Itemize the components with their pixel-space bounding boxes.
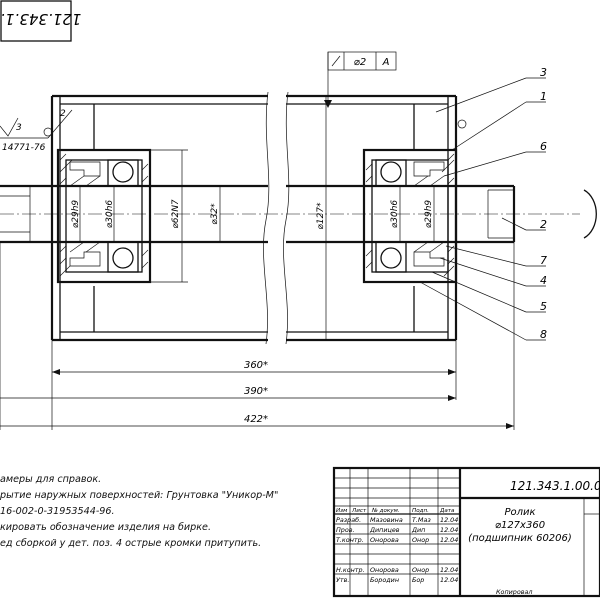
weld-marking <box>0 109 73 139</box>
leader-pos-1: 1 <box>540 90 547 103</box>
header-doc: № докум. <box>371 508 400 514</box>
row-date-2: 12.04 <box>440 536 458 544</box>
dim-d1: ⌀29h9 <box>71 200 81 229</box>
left-bearing-unit <box>56 148 152 284</box>
row-sign-1: Дип <box>411 526 425 534</box>
note-2: рытие наружных поверхностей: Грунтовка "… <box>0 490 279 501</box>
row-role-0: Разраб. <box>336 516 361 524</box>
frame-code: 121.343.1.0 <box>0 10 81 28</box>
leader-pos-5: 5 <box>540 300 547 313</box>
roughness-value: 3 <box>16 123 22 133</box>
title-footer: Копировал <box>496 588 533 596</box>
title-name-1: Ролик <box>504 507 535 518</box>
title-name-2: ⌀127х360 <box>495 520 545 531</box>
header-list: Лист <box>351 508 367 514</box>
row-date-0: 12.04 <box>440 516 458 524</box>
row-date-1: 12.04 <box>440 526 458 534</box>
row-sign-0: Т.Маз <box>412 516 431 524</box>
position-leaders <box>419 77 597 341</box>
dim-d3: ⌀62N7 <box>171 199 181 229</box>
weld-number: 2 <box>60 109 66 119</box>
tolerance-frame: ⌀2 A <box>324 51 397 108</box>
note-5: ед сборкой у дет. поз. 4 острые кромки п… <box>0 538 262 549</box>
note-4: кировать обозначение изделия на бирке. <box>0 522 212 533</box>
title-block <box>332 466 600 598</box>
diameter-dimension-lines <box>79 96 435 340</box>
row-role-4: Н.контр. <box>336 566 365 574</box>
tolerance-datum: A <box>382 57 390 68</box>
row-name-4: Онорова <box>370 566 399 574</box>
tolerance-value: ⌀2 <box>354 57 366 68</box>
dim-d7: ⌀29h9 <box>424 200 434 229</box>
row-name-2: Онорова <box>370 536 399 544</box>
dim-l2: 390* <box>244 386 268 397</box>
row-role-1: Пров. <box>336 526 355 534</box>
dim-d6: ⌀30h6 <box>390 200 400 229</box>
right-bearing-unit <box>362 148 458 284</box>
note-1: амеры для справок. <box>0 474 102 485</box>
row-sign-2: Онор <box>412 536 429 544</box>
header-izm: Изм <box>336 508 348 514</box>
header-date: Дата <box>439 508 455 514</box>
row-name-1: Дипицев <box>369 526 400 534</box>
leader-pos-4: 4 <box>540 274 547 287</box>
leader-pos-3: 3 <box>540 66 547 79</box>
header-sign: Подп. <box>412 508 429 514</box>
dim-d2: ⌀30h6 <box>105 200 115 229</box>
dim-l3: 422* <box>244 414 268 425</box>
row-sign-5: Бор <box>412 576 424 584</box>
row-role-5: Утв. <box>336 576 349 584</box>
row-sign-4: Онор <box>412 566 429 574</box>
gost-ref: 14771-76 <box>2 143 46 153</box>
row-date-5: 12.04 <box>440 576 458 584</box>
length-dimensions <box>0 242 515 430</box>
row-date-4: 12.04 <box>440 566 458 574</box>
dim-d5: ⌀127* <box>316 202 326 230</box>
note-3: 16-002-0-31953544-96. <box>0 506 115 517</box>
frame-code-box: 121.343.1.0 <box>0 0 81 42</box>
dim-d4: ⌀32* <box>210 203 220 225</box>
title-name-3: (подшипник 60206) <box>468 533 572 544</box>
leader-pos-2: 2 <box>540 218 547 231</box>
dim-l1: 360* <box>244 360 268 371</box>
roller-shell <box>50 91 458 345</box>
leader-pos-7: 7 <box>540 254 547 267</box>
leader-pos-8: 8 <box>540 328 547 341</box>
title-designation: 121.343.1.00.00 <box>510 479 600 493</box>
row-name-5: Бородин <box>370 576 399 584</box>
row-name-0: Мазовина <box>370 516 403 524</box>
shaft <box>0 184 580 244</box>
leader-pos-6: 6 <box>540 140 547 153</box>
row-role-2: Т.контр. <box>336 536 364 544</box>
